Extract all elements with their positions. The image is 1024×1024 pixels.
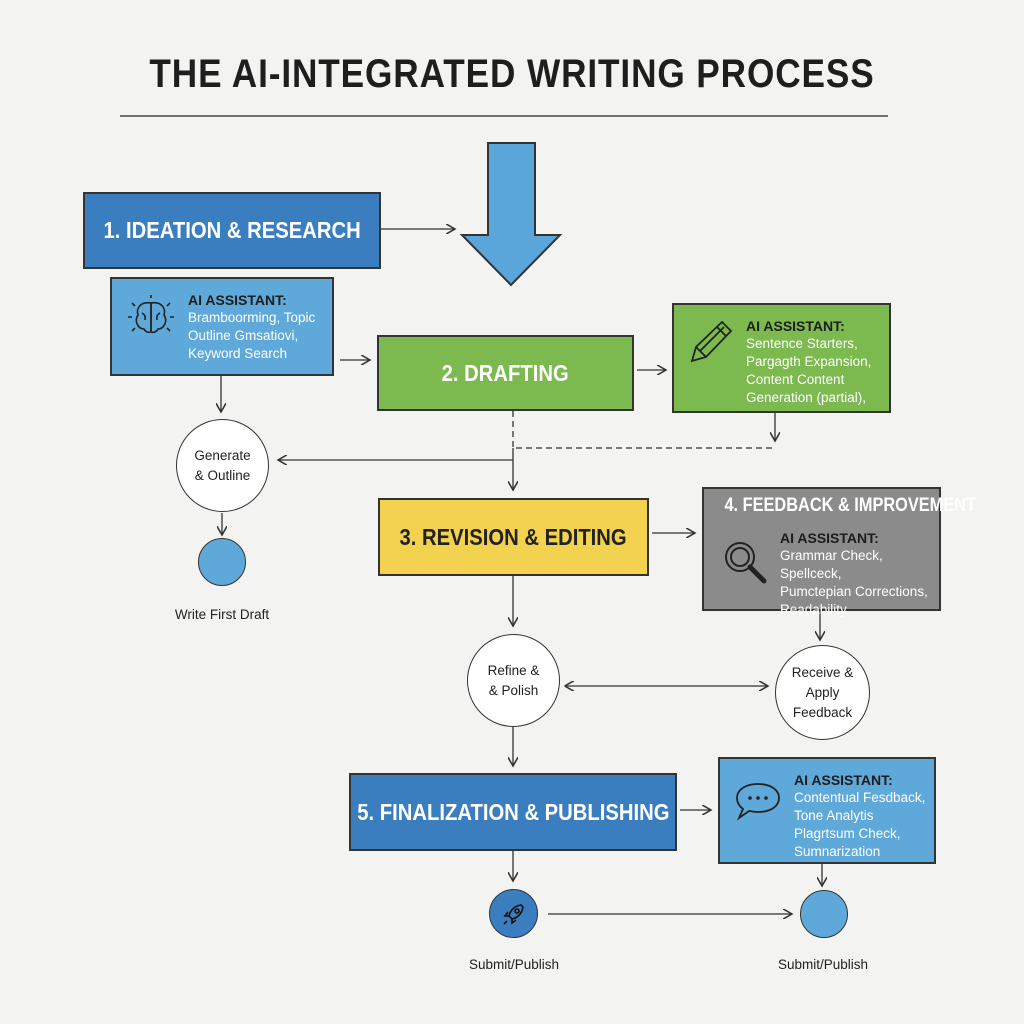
ai-heading: AI ASSISTANT: bbox=[188, 292, 287, 308]
submit-node-rocket[interactable] bbox=[489, 889, 538, 938]
submit-publish-label: Submit/Publish bbox=[777, 957, 869, 972]
ai-heading: AI ASSISTANT: bbox=[794, 772, 893, 788]
ai-line: Sumnarization bbox=[794, 844, 881, 859]
submit-node[interactable] bbox=[800, 890, 848, 938]
ai-line: Tone Analytis bbox=[794, 808, 874, 823]
circle-label: & Outline bbox=[194, 467, 251, 483]
circle-label: Refine & bbox=[487, 662, 540, 678]
step-generate-outline[interactable]: Generate & Outline bbox=[176, 419, 269, 512]
write-first-draft-label: Write First Draft bbox=[174, 607, 270, 622]
ai-assistant-box-drafting: AI ASSISTANT: Sentence Starters, Pargagt… bbox=[672, 303, 891, 413]
brain-icon bbox=[128, 295, 174, 334]
ai-line: Keyword Search bbox=[188, 346, 288, 361]
circle-label: Feedback bbox=[792, 704, 853, 720]
submit-publish-label: Submit/Publish bbox=[468, 957, 560, 972]
ai-line: Grammar Check, Spellceck, bbox=[780, 548, 883, 581]
ai-line: Pumctepian Corrections, bbox=[780, 584, 928, 599]
stage-finalization[interactable]: 5. FINALIZATION & PUBLISHING bbox=[349, 773, 677, 851]
speech-bubble-icon bbox=[736, 783, 780, 821]
big-down-arrow bbox=[459, 142, 563, 287]
ai-line: Sentence Starters, bbox=[746, 336, 858, 351]
ai-line: Pargagth Expansion, bbox=[746, 354, 872, 369]
ai-assistant-box-ideation: AI ASSISTANT: Bramboorming, Topic Outlin… bbox=[110, 277, 334, 376]
ai-heading: AI ASSISTANT: bbox=[780, 530, 879, 546]
magnifier-icon bbox=[725, 542, 767, 584]
ai-line: Generation (partial), bbox=[746, 390, 867, 405]
ai-line: Contentual Fesdback, bbox=[794, 790, 926, 805]
circle-label: Receive & Apply bbox=[791, 664, 854, 700]
circle-label: & Polish bbox=[488, 682, 539, 698]
stage-label: 2. DRAFTING bbox=[441, 359, 570, 386]
rocket-icon bbox=[502, 903, 524, 925]
stage-label: 5. FINALIZATION & PUBLISHING bbox=[356, 798, 670, 825]
ai-line: Bramboorming, Topic bbox=[188, 310, 316, 325]
ai-line: Outline Gmsatiovi, bbox=[188, 328, 299, 343]
dashed-connector bbox=[512, 411, 775, 449]
ai-line: Readability. bbox=[780, 602, 850, 617]
stage-label: 3. REVISION & EDITING bbox=[399, 523, 628, 550]
circle-label: Generate bbox=[194, 447, 251, 463]
ai-assistant-box-finalization: AI ASSISTANT: Contentual Fesdback, Tone … bbox=[718, 757, 936, 864]
stage-label: 4. FEEDBACK & IMPROVEMENT bbox=[724, 495, 976, 516]
stage-revision[interactable]: 3. REVISION & EDITING bbox=[378, 498, 649, 576]
ai-line: Plagrtsum Check, bbox=[794, 826, 901, 841]
ai-line: Content Content bbox=[746, 372, 845, 387]
ai-heading: AI ASSISTANT: bbox=[746, 318, 845, 334]
page-title: THE AI-INTEGRATED WRITING PROCESS bbox=[149, 52, 875, 96]
pencil-icon bbox=[690, 320, 733, 363]
stage-drafting[interactable]: 2. DRAFTING bbox=[377, 335, 634, 411]
step-refine-polish[interactable]: Refine & & Polish bbox=[467, 634, 560, 727]
stage-feedback[interactable]: 4. FEEDBACK & IMPROVEMENT AI ASSISTANT: … bbox=[702, 487, 976, 617]
step-node[interactable] bbox=[198, 538, 246, 586]
stage-ideation[interactable]: 1. IDEATION & RESEARCH bbox=[83, 192, 381, 269]
stage-label: 1. IDEATION & RESEARCH bbox=[103, 217, 361, 243]
